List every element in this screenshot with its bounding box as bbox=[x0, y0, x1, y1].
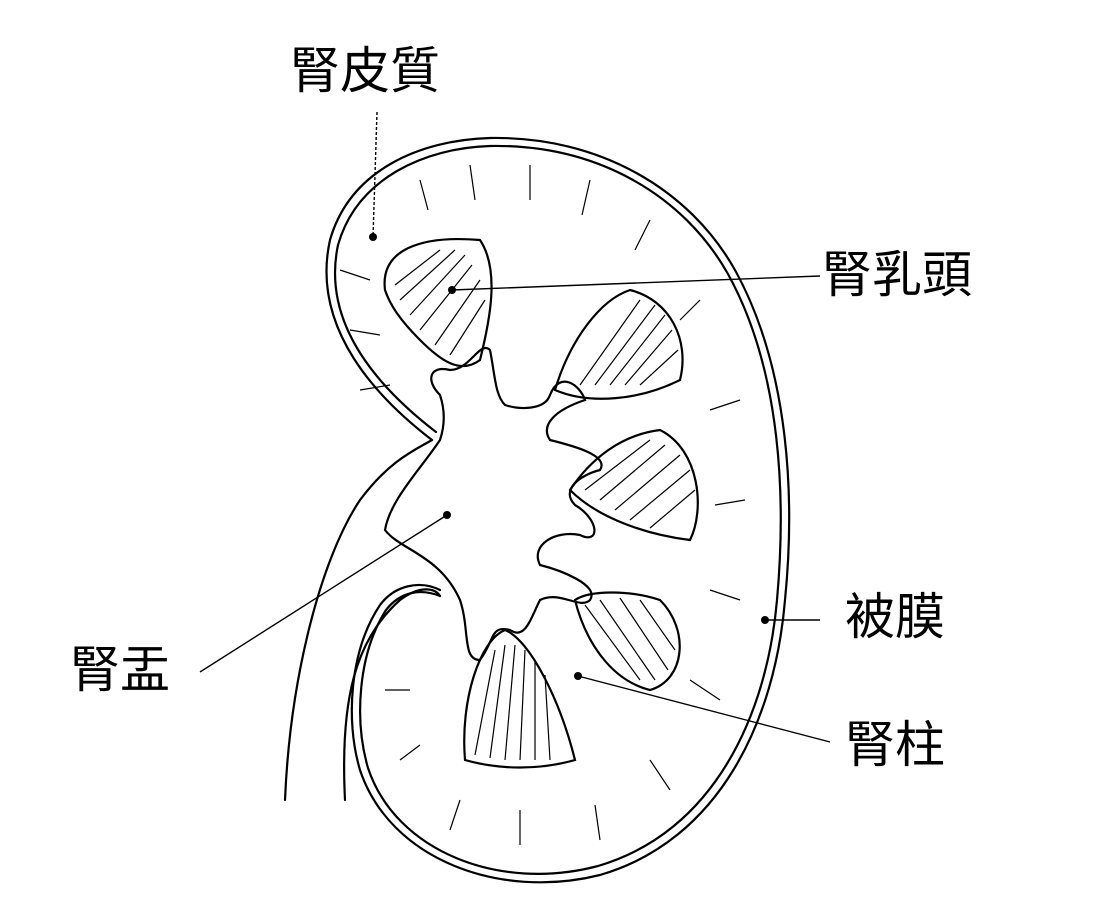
leader-renal-papilla bbox=[451, 275, 821, 291]
label-capsule: 被膜 bbox=[845, 588, 945, 646]
papilla-3 bbox=[568, 428, 699, 542]
leader-renal-pelvis bbox=[199, 514, 448, 673]
label-renal-pelvis: 腎盂 bbox=[70, 641, 170, 699]
ureter-right bbox=[342, 588, 442, 802]
label-renal-column: 腎柱 bbox=[845, 716, 945, 774]
papilla-5 bbox=[463, 628, 577, 769]
medulla-striations bbox=[339, 164, 746, 845]
pointer-dot-papilla bbox=[448, 286, 456, 294]
kidney-capsule-inner bbox=[333, 144, 782, 875]
pointer-dot-capsule bbox=[761, 616, 769, 624]
renal-pelvis-outline bbox=[383, 346, 603, 662]
cortex-radial-marks bbox=[339, 164, 746, 845]
pointer-dot-column bbox=[574, 672, 582, 680]
kidney-capsule-outline bbox=[325, 136, 791, 884]
papilla-4 bbox=[573, 591, 681, 692]
papilla-2 bbox=[553, 288, 684, 400]
label-renal-papilla: 腎乳頭 bbox=[822, 246, 972, 304]
pointer-dot-pelvis bbox=[443, 511, 451, 519]
leader-renal-column bbox=[577, 675, 831, 743]
leader-renal-cortex bbox=[372, 111, 378, 238]
pointer-dot-cortex bbox=[369, 233, 377, 241]
label-renal-cortex: 腎皮質 bbox=[290, 42, 440, 100]
ureter-left bbox=[283, 438, 434, 802]
papilla-1 bbox=[383, 238, 493, 368]
